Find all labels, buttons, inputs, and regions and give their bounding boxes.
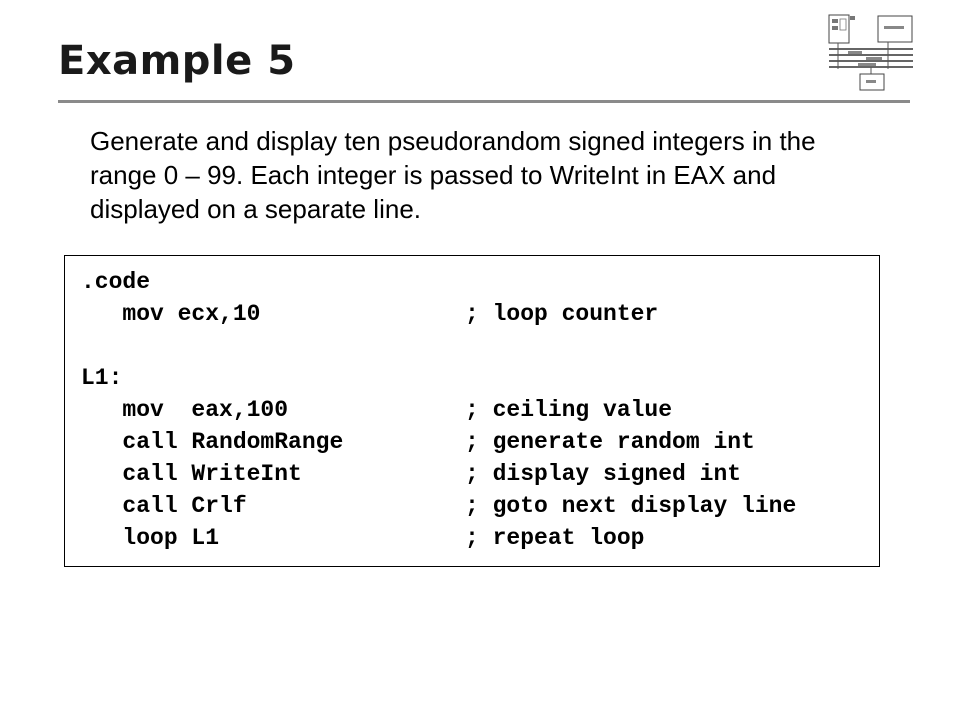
code-comment: ; loop counter — [465, 301, 659, 327]
code-line: .code — [65, 266, 150, 298]
code-line: call WriteInt ; display signed int — [65, 458, 741, 490]
code-comment: ; display signed int — [465, 461, 742, 487]
code-statement: mov eax,100 — [81, 397, 289, 423]
code-comment: ; generate random int — [465, 429, 755, 455]
description-text: Generate and display ten pseudorandom si… — [90, 126, 816, 224]
code-statement: call Crlf — [81, 493, 247, 519]
code-line: mov eax,100 ; ceiling value — [65, 394, 672, 426]
code-statement: call RandomRange — [81, 429, 344, 455]
code-line: loop L1 ; repeat loop — [65, 522, 644, 554]
code-statement: loop L1 — [81, 525, 220, 551]
code-comment: ; ceiling value — [465, 397, 673, 423]
slide-title: Example 5 — [58, 38, 296, 84]
code-line: mov ecx,10 ; loop counter — [65, 298, 658, 330]
code-statement: .code — [81, 269, 151, 295]
code-statement: L1: — [81, 365, 123, 391]
computer-architecture-diagram-icon — [828, 14, 913, 91]
code-line: L1: — [65, 362, 123, 394]
code-line — [65, 330, 120, 362]
code-comment: ; goto next display line — [465, 493, 797, 519]
code-line: call Crlf ; goto next display line — [65, 490, 796, 522]
code-statement: call WriteInt — [81, 461, 302, 487]
code-block: .code mov ecx,10 ; loop counter L1: mov … — [64, 255, 880, 567]
code-line: call RandomRange ; generate random int — [65, 426, 754, 458]
code-statement: mov ecx,10 — [81, 301, 261, 327]
code-comment: ; repeat loop — [465, 525, 645, 551]
title-divider — [58, 100, 910, 103]
